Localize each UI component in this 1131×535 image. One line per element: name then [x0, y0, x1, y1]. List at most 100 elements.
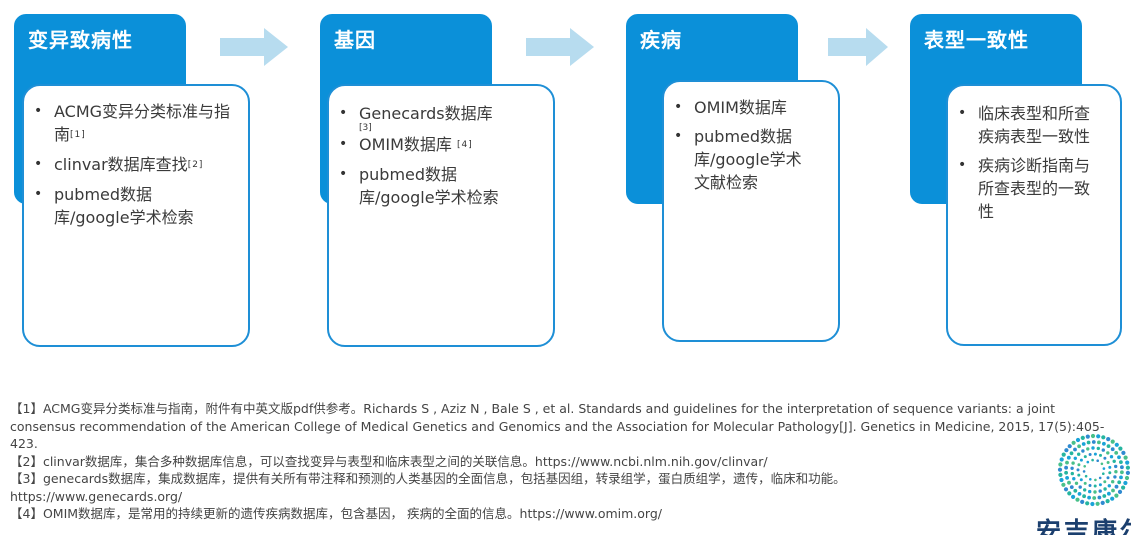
logo-dot	[1075, 497, 1080, 502]
references: 【1】ACMG变异分类标准与指南，附件有中英文版pdf供参考。Richards …	[10, 400, 1120, 523]
logo-dot	[1097, 440, 1101, 445]
logo-dot	[1081, 442, 1086, 446]
logo-dot	[1125, 465, 1130, 470]
logo-dot	[1069, 485, 1074, 489]
logo-dot	[1065, 460, 1069, 465]
logo-dot	[1119, 460, 1123, 464]
logo-dot	[1103, 480, 1107, 484]
logo-dot	[1079, 478, 1083, 482]
logo-dot	[1083, 488, 1087, 492]
logo-dot	[1088, 484, 1092, 487]
logo-dot	[1071, 440, 1076, 445]
stage-title: 表型一致性	[924, 28, 1029, 52]
logo-dot	[1111, 480, 1115, 484]
reference-4: 【4】OMIM数据库，是常用的持续更新的遗传疾病数据库，包含基因， 疾病的全面的…	[10, 506, 662, 521]
logo-dot	[1058, 472, 1063, 477]
logo-dot	[1064, 448, 1069, 453]
logo-dot	[1061, 482, 1066, 487]
list-item: ACMG变异分类标准与指南[1]	[24, 100, 234, 147]
logo-dot	[1102, 441, 1106, 446]
logo-dot	[1088, 489, 1092, 494]
logo-dot	[1102, 472, 1105, 475]
logo-dot	[1072, 477, 1076, 481]
logo-dot	[1084, 474, 1088, 478]
logo-dot	[1076, 468, 1080, 472]
logo-dot	[1074, 481, 1079, 485]
logo-dot	[1086, 447, 1090, 451]
logo-dot	[1100, 500, 1105, 505]
logo-dot	[1082, 470, 1086, 473]
logo-dot	[1119, 475, 1123, 480]
logo-dot	[1085, 434, 1090, 439]
logo-dot	[1073, 488, 1078, 493]
logo-dot	[1112, 459, 1116, 463]
logo-dot	[1123, 455, 1128, 460]
logo-dot	[1120, 465, 1124, 470]
logo-dot	[1082, 494, 1086, 499]
logo-dot	[1093, 452, 1097, 456]
logo-dot	[1075, 437, 1081, 443]
logo-dot	[1070, 471, 1074, 476]
logo-dot	[1114, 493, 1119, 498]
logo-dot	[1108, 471, 1112, 475]
logo-dot	[1114, 470, 1118, 474]
logo-dot	[1117, 489, 1123, 494]
logo-dot	[1114, 442, 1119, 447]
logo-dot	[1067, 444, 1072, 449]
list-item: clinvar数据库查找[2]	[24, 153, 248, 177]
logo-dot	[1057, 467, 1063, 472]
logo-dot	[1094, 478, 1097, 482]
logo-dot	[1099, 453, 1102, 457]
logo-dot	[1064, 470, 1068, 475]
logo-dot	[1077, 463, 1081, 467]
list-item: OMIM数据库	[664, 96, 838, 119]
logo-text: 安吉康尔	[1036, 517, 1131, 535]
logo-dot	[1086, 460, 1090, 464]
logo-dot	[1092, 496, 1097, 500]
logo-dot	[1069, 451, 1074, 456]
logo-dot	[1081, 449, 1085, 453]
logo-dot	[1066, 455, 1071, 460]
logo-dot	[1125, 470, 1130, 475]
logo-dot	[1106, 444, 1111, 448]
logo-dot	[1096, 446, 1100, 451]
logo-dot	[1095, 501, 1100, 506]
logo-dot	[1077, 473, 1081, 477]
logo-dot	[1106, 451, 1110, 455]
logo-dot	[1110, 447, 1115, 452]
logo-dot	[1088, 453, 1092, 456]
logo-dot	[1105, 499, 1110, 504]
logo-dot	[1106, 461, 1110, 464]
logo-dot	[1117, 455, 1121, 460]
logo-dot	[1102, 467, 1106, 470]
reference-2: 【2】clinvar数据库，集合多种数据库信息，可以查找变异与表型和临床表型之间…	[10, 453, 768, 469]
right-arrow-icon	[828, 28, 888, 66]
logo-dot	[1101, 448, 1105, 452]
logo-dot	[1121, 450, 1126, 455]
logo-dot	[1065, 476, 1069, 480]
logo-dot	[1106, 437, 1111, 442]
company-logo: 安吉康尔	[1036, 432, 1131, 535]
logo-dot	[1058, 462, 1063, 467]
logo-dot	[1059, 477, 1064, 483]
logo-dot	[1102, 494, 1107, 498]
logo-dot	[1059, 457, 1064, 462]
list-item: pubmed数据库/google学术检索	[329, 163, 529, 209]
logo-dot	[1114, 484, 1119, 489]
logo-dot	[1113, 475, 1117, 479]
list-item: OMIM数据库 [4]	[329, 133, 553, 157]
logo-dot	[1071, 494, 1076, 499]
logo-mark-icon	[1057, 433, 1130, 507]
stage-title: 疾病	[640, 28, 682, 52]
logo-dot	[1079, 458, 1083, 462]
logo-dot	[1086, 440, 1091, 445]
logo-dot	[1120, 470, 1124, 475]
logo-dot	[1114, 451, 1119, 455]
logo-dot	[1123, 480, 1128, 486]
logo-dot	[1097, 495, 1102, 500]
logo-dot	[1080, 499, 1085, 504]
logo-dot	[1093, 484, 1097, 488]
reference-1: 【1】ACMG变异分类标准与指南，附件有中英文版pdf供参考。Richards …	[10, 401, 1105, 451]
list-item: pubmed数据库/google学术检索	[24, 183, 224, 229]
logo-dot	[1125, 460, 1130, 465]
